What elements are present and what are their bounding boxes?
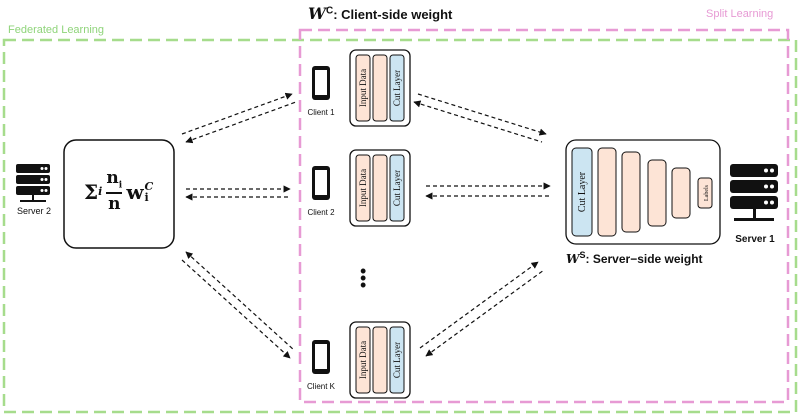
- client-weight-symbol: W: [308, 4, 326, 23]
- server-weight-sup: S: [579, 250, 586, 260]
- client-side-weight-label: WC: Client-side weight: [308, 4, 452, 23]
- server-labels-label: Labels: [704, 184, 710, 201]
- client-weight-text: : Client-side weight: [333, 7, 453, 22]
- federated-learning-label: Federated Learning: [8, 24, 105, 36]
- phone-icon: [312, 340, 330, 374]
- weight-sub: i: [144, 190, 149, 204]
- client-2-model: [349, 149, 411, 227]
- server-2-name: Server 2: [16, 206, 51, 216]
- server-weight-text: : Server−side weight: [585, 252, 703, 266]
- client-2-input-label: Input Data: [358, 169, 368, 207]
- fraction: ni n: [106, 170, 123, 215]
- sigma-symbol: Σ: [84, 179, 99, 204]
- fraction-numerator: ni: [106, 170, 122, 190]
- server-1-icon: [730, 164, 778, 221]
- server-2-icon: [16, 164, 50, 202]
- server-side-weight-label: WS: Server−side weight: [566, 250, 703, 266]
- client-k-cut-label: Cut Layer: [392, 342, 402, 378]
- client-k-input-label: Input Data: [358, 341, 368, 379]
- numerator-sub: i: [118, 180, 123, 191]
- client-2-cut-label: Cut Layer: [392, 170, 402, 206]
- split-learning-label: Split Learning: [706, 8, 774, 20]
- ellipsis-dot: •: [360, 275, 367, 295]
- server-model: [565, 139, 721, 245]
- aggregation-arrows: [181, 92, 297, 359]
- split-arrows: [413, 93, 551, 357]
- server-1-name: Server 1: [735, 234, 775, 245]
- ellipsis-dot: •: [360, 268, 367, 288]
- split-learning-region: [298, 28, 790, 404]
- client-k-model: [349, 321, 411, 399]
- server-cut-label: Cut Layer: [577, 171, 588, 212]
- phone-icon: [312, 66, 330, 100]
- server-weight-symbol: W: [566, 252, 580, 266]
- sigma-sub: i: [98, 185, 103, 199]
- fraction-bar: [106, 192, 123, 195]
- client-1-model: [349, 49, 411, 127]
- numerator: n: [106, 168, 119, 188]
- client-1-cut-label: Cut Layer: [392, 70, 402, 106]
- client-weight-sup: C: [325, 5, 334, 17]
- more-clients-ellipsis: • • •: [360, 261, 367, 295]
- client-1-input-label: Input Data: [358, 69, 368, 107]
- federated-learning-region: [2, 38, 798, 414]
- client-1-name: Client 1: [307, 108, 335, 117]
- ellipsis-dot: •: [360, 261, 367, 281]
- weight-sup: C: [144, 179, 154, 193]
- fraction-denominator: n: [108, 194, 121, 215]
- weight-symbol: w: [126, 179, 144, 204]
- client-2-name: Client 2: [307, 208, 335, 217]
- phone-icon: [312, 166, 330, 200]
- client-k-name: Client K: [306, 382, 335, 391]
